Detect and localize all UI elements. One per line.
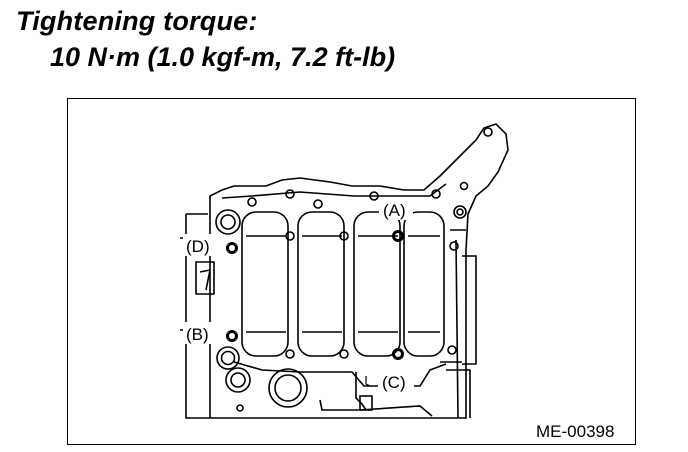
torque-heading: Tightening torque: (16, 6, 258, 36)
right-rail (450, 229, 477, 419)
cavity-4 (403, 211, 445, 357)
lower-skirt (233, 361, 447, 417)
bore-lower-left-2 (225, 367, 251, 393)
cavity-2 (297, 211, 345, 357)
callout-a: (A) (383, 201, 406, 220)
cavity-1 (241, 211, 289, 357)
bolt-a (392, 230, 404, 242)
callout-b: (B) (186, 325, 209, 344)
bore-top-left (215, 209, 241, 235)
figure-id: ME-00398 (536, 422, 614, 441)
top-rim (221, 183, 447, 199)
bolt-d (226, 242, 238, 254)
callout-d: (D) (186, 237, 210, 256)
diagram-frame (67, 98, 636, 445)
cavity-3 (353, 211, 401, 357)
bolt-c (392, 348, 404, 360)
bolt-b (226, 330, 238, 342)
block-outline (209, 123, 509, 419)
callout-c: (C) (382, 373, 406, 392)
bore-lower-left-1 (216, 346, 240, 370)
torque-value: 10 N·m (1.0 kgf-m, 7.2 ft-lb) (50, 42, 396, 72)
left-flange (185, 213, 215, 419)
oil-pump-bore (268, 368, 308, 408)
